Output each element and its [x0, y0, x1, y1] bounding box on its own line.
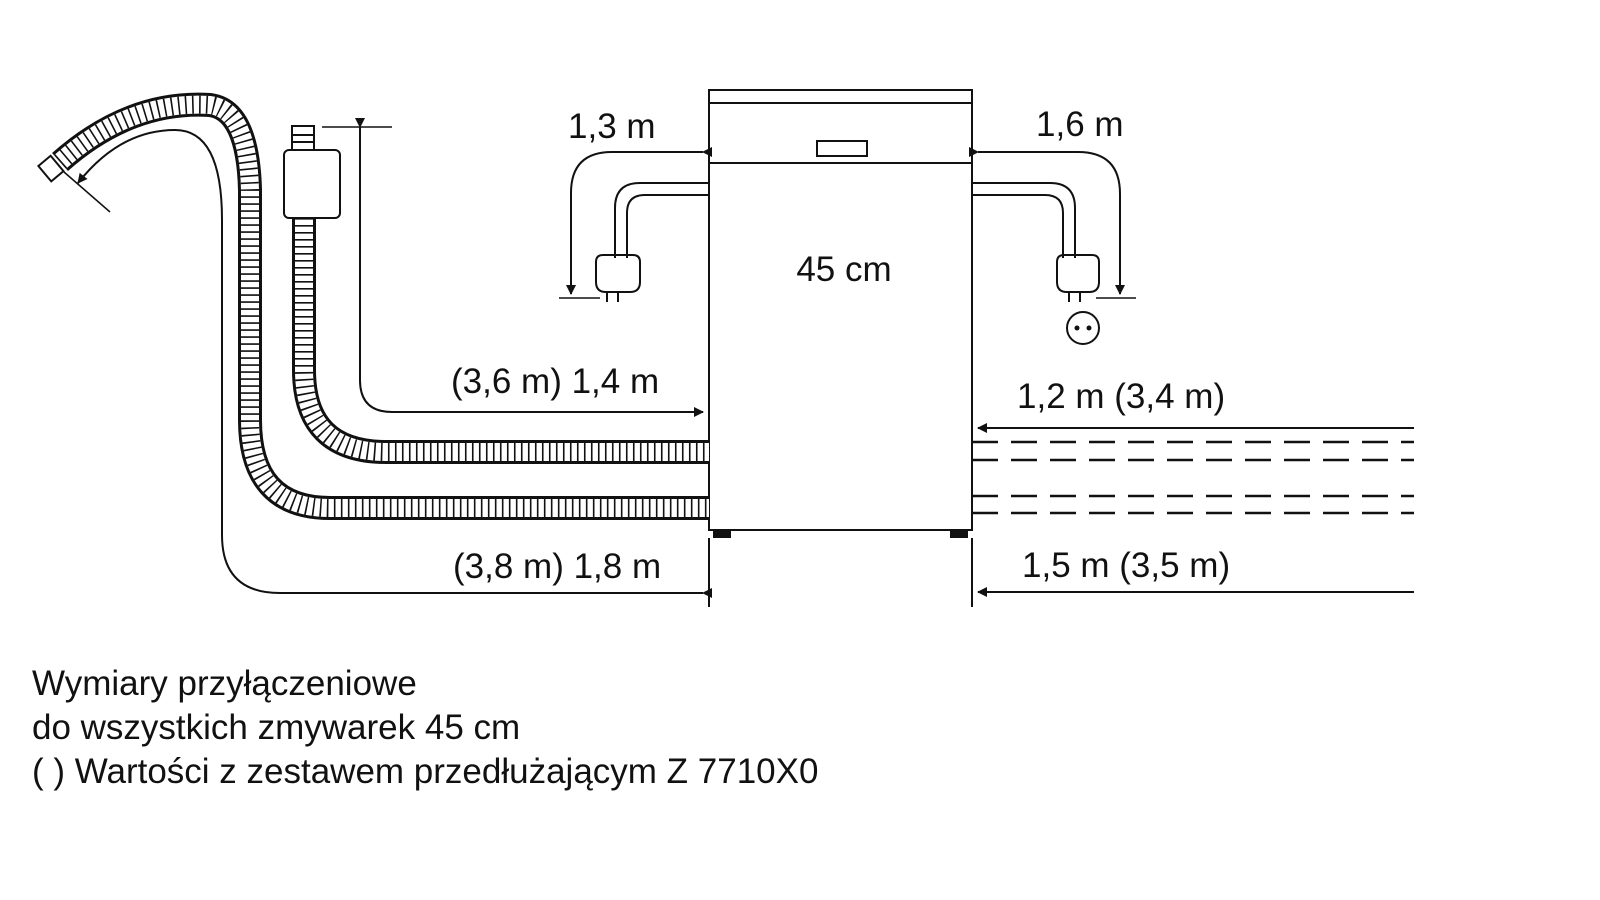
caption-line-2: do wszystkich zmywarek 45 cm: [32, 708, 521, 747]
left-plug-icon: [595, 254, 641, 293]
right-cord-dimension-arrow: [969, 147, 1125, 295]
drain-dimension-arrow: [77, 128, 712, 598]
right-side-hoses: [971, 423, 1414, 607]
water-inlet-hose: [283, 118, 709, 464]
dishwasher: [708, 89, 973, 538]
right-power-cord-label: 1,6 m: [1036, 105, 1124, 144]
drain-hose: [36, 92, 712, 607]
left-power-cord: [559, 147, 712, 302]
right-plug-icon: [1056, 254, 1100, 293]
drain-hose-label: (3,8 m) 1,8 m: [453, 547, 661, 586]
right-lower-hose-label: 1,5 m (3,5 m): [1022, 546, 1230, 585]
right-power-cord: [969, 147, 1136, 345]
right-foot: [950, 530, 968, 538]
aquastop-valve-icon: [283, 149, 341, 219]
wall-socket-icon: [1066, 311, 1100, 345]
water-inlet-label: (3,6 m) 1,4 m: [451, 362, 659, 401]
control-panel-display: [816, 140, 868, 157]
center-width-label: 45 cm: [796, 250, 891, 289]
caption-line-3: ( ) Wartości z zestawem przedłużającym Z…: [32, 752, 819, 791]
right-upper-hose-label: 1,2 m (3,4 m): [1017, 377, 1225, 416]
left-foot: [713, 530, 731, 538]
left-power-cord-label: 1,3 m: [568, 107, 656, 146]
drain-hose-end-icon: [36, 154, 65, 183]
left-cord-dimension-arrow: [566, 147, 712, 295]
caption: Wymiary przyłączeniowe do wszystkich zmy…: [32, 662, 818, 794]
caption-line-1: Wymiary przyłączeniowe: [32, 664, 417, 703]
